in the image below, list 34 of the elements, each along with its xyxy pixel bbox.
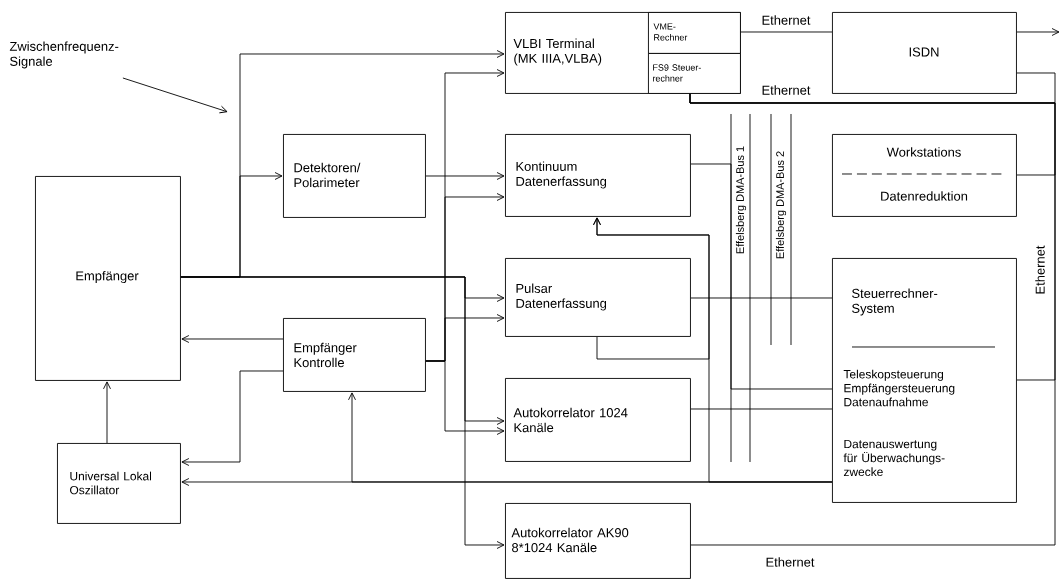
block-box: Steuerrechner- System Teleskopsteuerung Empfängersteuerung Datenaufnahme Datenauswertung für Überwachungs- zwecke bbox=[832, 258, 1017, 503]
edge-label: Ethernet bbox=[1034, 244, 1046, 296]
block-box: Workstations Datenreduktion bbox=[832, 134, 1017, 217]
arrow bbox=[425, 360, 505, 435]
connector-line bbox=[689, 93, 1056, 546]
block-box: Universal Lokal Oszillator bbox=[57, 443, 181, 524]
arrow bbox=[181, 335, 284, 343]
block-box: VME- Rechner bbox=[648, 12, 741, 54]
connector-line bbox=[690, 297, 833, 299]
connector-line bbox=[690, 163, 833, 390]
annotation-text: Zwischenfrequenz- Signale bbox=[9, 41, 119, 69]
edge-label: Ethernet bbox=[764, 556, 816, 568]
connector-line bbox=[690, 408, 833, 410]
arrow bbox=[181, 370, 284, 466]
block-box: Autokorrelator 1024 Kanäle bbox=[505, 378, 691, 462]
arrow bbox=[425, 172, 505, 180]
arrow bbox=[593, 217, 710, 360]
block-box: Autokorrelator AK90 8*1024 Kanäle bbox=[505, 503, 691, 579]
bus-label: Effelsberg DMA-Bus 1 bbox=[735, 146, 747, 254]
block-box: Empfänger Kontrolle bbox=[283, 318, 426, 392]
edge-label: Ethernet bbox=[760, 84, 812, 96]
arrow bbox=[180, 276, 505, 549]
block-box: FS9 Steuer- rechner bbox=[648, 53, 741, 94]
arrow bbox=[1016, 28, 1060, 36]
edge-label: Ethernet bbox=[760, 14, 812, 26]
connector-line bbox=[740, 31, 833, 33]
block-box: ISDN bbox=[832, 12, 1017, 94]
block-box: Pulsar Datenerfassung bbox=[505, 258, 691, 337]
bus-label: Effelsberg DMA-Bus 2 bbox=[775, 151, 787, 259]
arrow bbox=[103, 381, 111, 444]
block-box: Kontinuum Datenerfassung bbox=[505, 134, 691, 217]
block-box: Empfänger bbox=[35, 176, 181, 381]
leader-line bbox=[122, 77, 228, 114]
block-box: Detektoren/ Polarimeter bbox=[283, 134, 426, 218]
